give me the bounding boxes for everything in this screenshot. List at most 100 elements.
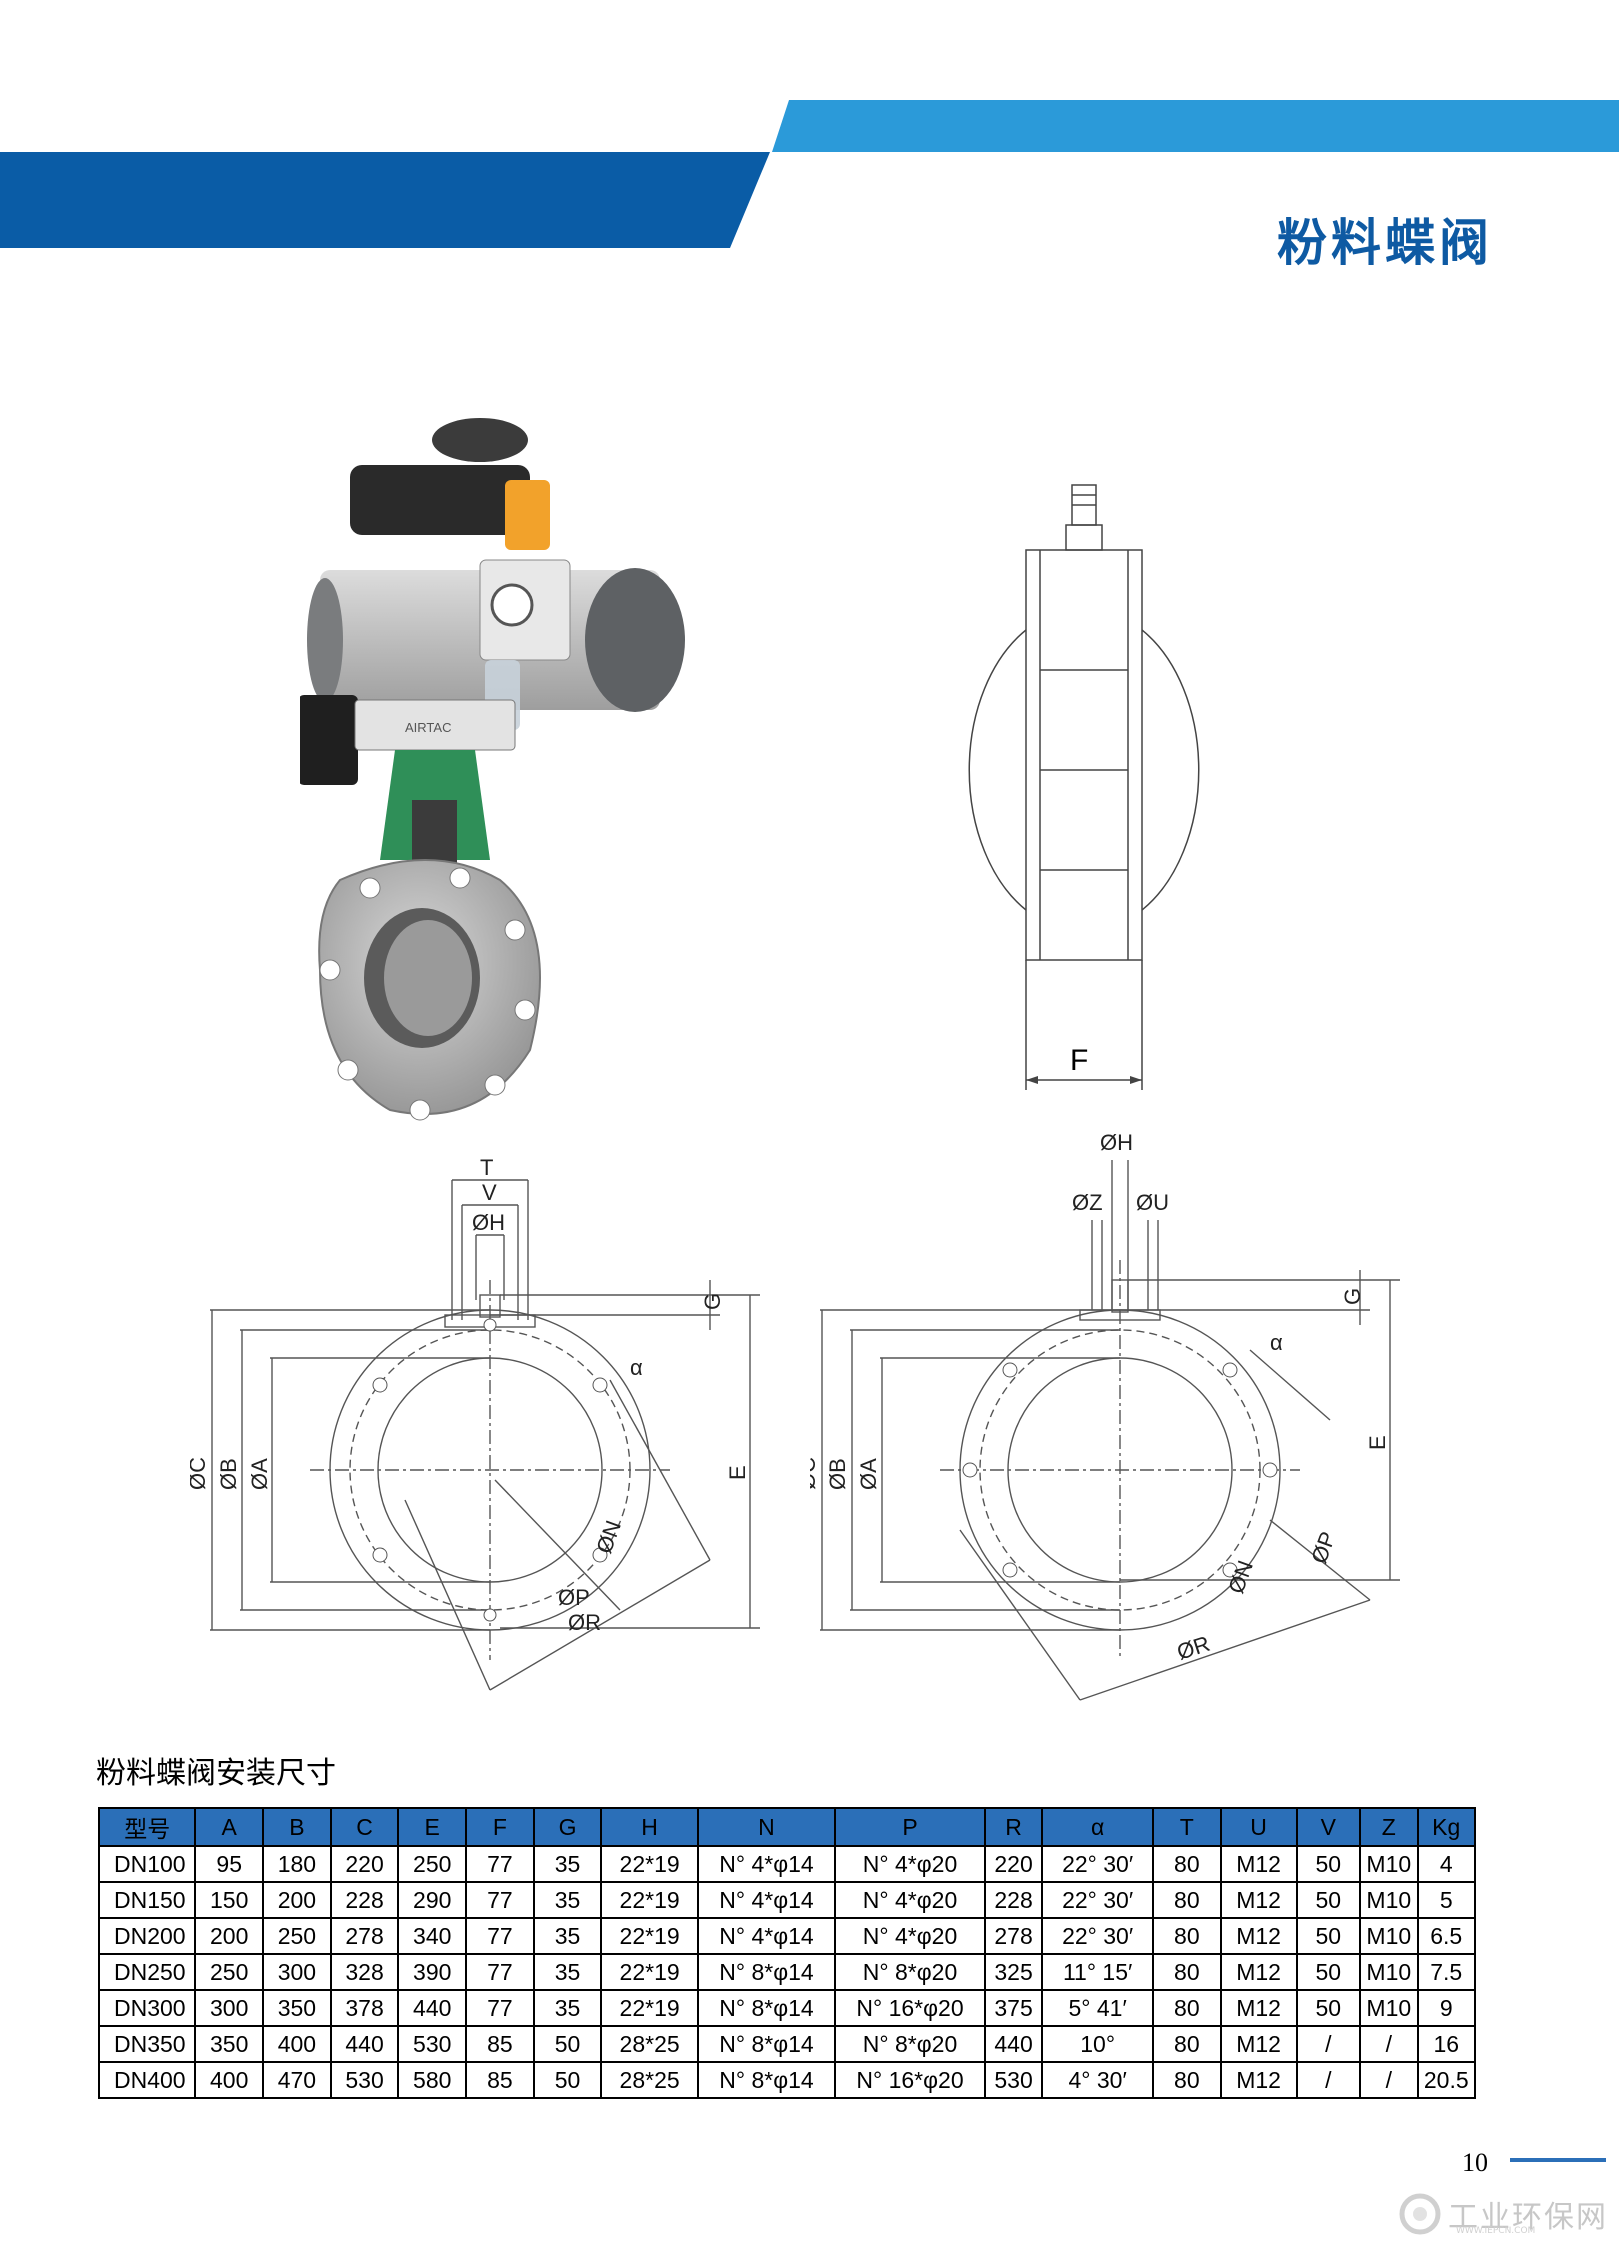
- table-cell: /: [1295, 2061, 1362, 2099]
- watermark-logo-icon: [1399, 2193, 1441, 2235]
- table-cell: 80: [1152, 1989, 1222, 2027]
- dim-label-g: G: [700, 1293, 725, 1310]
- dimensions-table: 型号 A B C E F G H N P R α T U V Z Kg DN10…: [97, 1807, 1476, 2099]
- dim-label-p: ØP: [1306, 1528, 1340, 1566]
- table-cell: 180: [262, 1845, 332, 1883]
- dim-label-h: ØH: [472, 1210, 505, 1235]
- table-cell: 470: [262, 2061, 332, 2099]
- table-cell: 80: [1152, 2061, 1222, 2099]
- table-cell: M12: [1219, 1989, 1298, 2027]
- table-cell: 6.5: [1416, 1917, 1476, 1955]
- col-header: A: [194, 1807, 265, 1847]
- table-cell: 77: [465, 1989, 535, 2027]
- table-cell: N° 8*φ14: [696, 1989, 837, 2027]
- table-cell: 77: [465, 1953, 535, 1991]
- table-cell: 16: [1416, 2025, 1476, 2063]
- col-header: α: [1041, 1807, 1154, 1847]
- table-cell: M12: [1219, 1953, 1298, 1991]
- table-cell: 250: [194, 1953, 265, 1991]
- table-cell: 50: [1295, 1989, 1362, 2027]
- table-cell: 350: [262, 1989, 332, 2027]
- table-cell: 35: [532, 1917, 603, 1955]
- table-cell: 80: [1152, 2025, 1222, 2063]
- table-cell: 50: [1295, 1881, 1362, 1919]
- table-cell: 22° 30′: [1041, 1881, 1154, 1919]
- dim-label-a: ØA: [856, 1458, 881, 1490]
- watermark: 工业环保网 WWW.IEPCN.COM: [1398, 2192, 1610, 2236]
- table-cell: 10°: [1041, 2025, 1154, 2063]
- col-header: R: [983, 1807, 1044, 1847]
- valve-product-photo: AIRTAC: [300, 418, 685, 1121]
- table-cell: 22*19: [600, 1845, 699, 1883]
- table-cell: 85: [465, 2061, 535, 2099]
- table-cell: 378: [329, 1989, 400, 2027]
- table-cell: 77: [465, 1845, 535, 1883]
- dim-label-t: T: [480, 1155, 493, 1180]
- table-cell: M12: [1219, 2061, 1298, 2099]
- col-header: U: [1219, 1807, 1298, 1847]
- table-cell: N° 8*φ20: [834, 1953, 986, 1991]
- dim-label-b: ØB: [825, 1458, 850, 1490]
- col-header: B: [262, 1807, 332, 1847]
- table-cell: N° 8*φ14: [696, 1953, 837, 1991]
- table-cell: N° 4*φ20: [834, 1881, 986, 1919]
- table-cell: 350: [194, 2025, 265, 2063]
- table-cell: 7.5: [1416, 1953, 1476, 1991]
- col-header: G: [532, 1807, 603, 1847]
- table-cell: 22*19: [600, 1989, 699, 2027]
- table-cell: 4: [1416, 1845, 1476, 1883]
- table-cell: 150: [194, 1881, 265, 1919]
- table-cell: N° 16*φ20: [834, 2061, 986, 2099]
- table-cell: 50: [1295, 1953, 1362, 1991]
- model-cell: DN300: [97, 1989, 197, 2027]
- front-view-drawing-left: T V ØH G E ØC ØB ØA α ØN ØP ØR: [190, 1155, 760, 1691]
- table-cell: N° 4*φ14: [696, 1917, 837, 1955]
- table-cell: 80: [1152, 1881, 1222, 1919]
- table-cell: 300: [262, 1953, 332, 1991]
- table-cell: 35: [532, 1881, 603, 1919]
- table-cell: 50: [532, 2025, 603, 2063]
- table-cell: 290: [397, 1881, 468, 1919]
- table-cell: 35: [532, 1989, 603, 2027]
- table-cell: 250: [262, 1917, 332, 1955]
- table-cell: 22*19: [600, 1881, 699, 1919]
- table-cell: 85: [465, 2025, 535, 2063]
- table-cell: N° 4*φ14: [696, 1881, 837, 1919]
- dim-label-c: ØC: [190, 1457, 210, 1490]
- dim-label-a: ØA: [247, 1458, 272, 1490]
- table-cell: M10: [1359, 1917, 1419, 1955]
- table-cell: N° 8*φ14: [696, 2061, 837, 2099]
- table-cell: 200: [262, 1881, 332, 1919]
- table-cell: 22*19: [600, 1917, 699, 1955]
- table-cell: N° 16*φ20: [834, 1989, 986, 2027]
- model-cell: DN100: [97, 1845, 197, 1883]
- table-cell: /: [1359, 2025, 1419, 2063]
- model-cell: DN200: [97, 1917, 197, 1955]
- table-cell: M10: [1359, 1881, 1419, 1919]
- col-header: H: [600, 1807, 699, 1847]
- table-cell: 300: [194, 1989, 265, 2027]
- table-cell: /: [1359, 2061, 1419, 2099]
- dim-label-g: G: [1340, 1288, 1365, 1305]
- model-cell: DN350: [97, 2025, 197, 2063]
- page-number: 10: [1462, 2148, 1488, 2177]
- section-caption: 粉料蝶阀安装尺寸: [96, 1756, 336, 1791]
- table-cell: N° 8*φ14: [696, 2025, 837, 2063]
- table-cell: 77: [465, 1917, 535, 1955]
- col-header: Z: [1359, 1807, 1419, 1847]
- table-cell: 50: [1295, 1917, 1362, 1955]
- table-cell: 50: [532, 2061, 603, 2099]
- dim-label-alpha: α: [1270, 1330, 1283, 1355]
- table-cell: 20.5: [1416, 2061, 1476, 2099]
- table-cell: 530: [983, 2061, 1044, 2099]
- table-cell: 22*19: [600, 1953, 699, 1991]
- col-header: Kg: [1416, 1807, 1476, 1847]
- nameplate-text: AIRTAC: [405, 720, 451, 735]
- table-cell: 530: [397, 2025, 468, 2063]
- watermark-text: 工业环保网: [1448, 2200, 1608, 2235]
- table-cell: 440: [983, 2025, 1044, 2063]
